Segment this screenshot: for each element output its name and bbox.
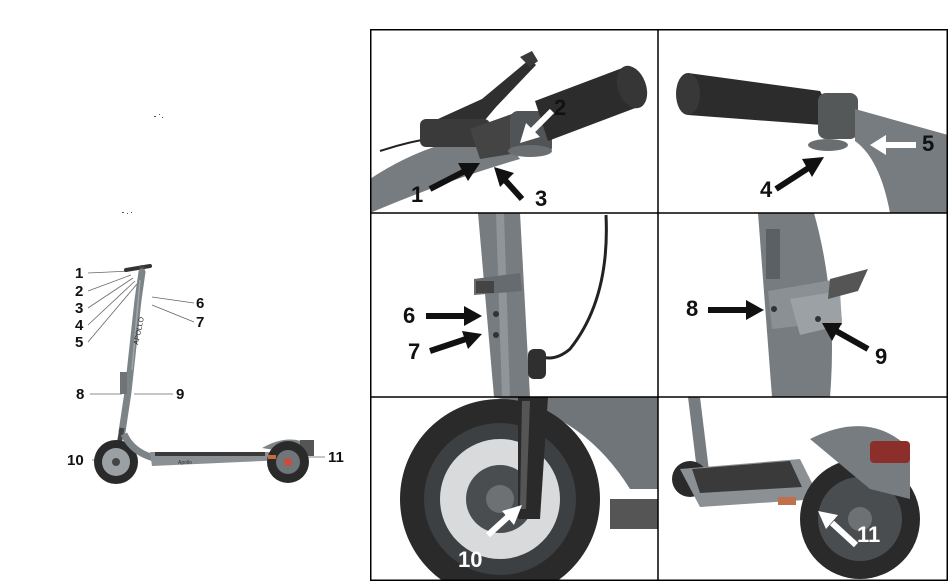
callout-label-8: 8 [686, 296, 699, 321]
callout-label-11: 11 [857, 522, 881, 547]
grid-borders [370, 29, 948, 581]
panel-rear-wheel [658, 397, 948, 581]
panel-folding-latch [658, 213, 948, 397]
callout-label-5: 5 [922, 131, 935, 156]
callout-label-1: 1 [411, 182, 424, 207]
callout-label-6: 6 [403, 303, 416, 328]
callout-label-2: 2 [554, 95, 567, 120]
panel-right-grip [658, 29, 948, 213]
callout-label-9: 9 [875, 344, 888, 369]
overview-label-5: 5 [75, 334, 84, 351]
scan-specks [122, 114, 163, 214]
scooter-body: Apollo APOLLO [94, 264, 314, 484]
overview-label-2: 2 [75, 283, 84, 300]
callout-label-10: 10 [458, 547, 483, 572]
detail-photo-grid [370, 29, 948, 581]
overview-label-6: 6 [196, 295, 205, 312]
overview-label-7: 7 [196, 314, 205, 331]
overview-label-3: 3 [75, 300, 84, 317]
overview-label-9: 9 [176, 386, 185, 403]
svg-text:Apollo: Apollo [178, 460, 192, 466]
callout-label-3: 3 [535, 186, 548, 211]
overview-label-10: 10 [67, 452, 84, 469]
callout-label-4: 4 [760, 177, 773, 202]
panel-front-wheel [370, 397, 658, 581]
overview-label-1: 1 [75, 265, 84, 282]
panel-brake-lever [370, 29, 658, 213]
panel-stem-upper [370, 213, 658, 397]
callout-arrows [426, 108, 916, 548]
callout-label-7: 7 [408, 339, 421, 364]
overview-label-8: 8 [76, 386, 85, 403]
overview-label-11: 11 [328, 449, 344, 466]
overview-label-4: 4 [75, 317, 84, 334]
scooter-overview-illustration: Apollo APOLLO [87, 114, 325, 484]
